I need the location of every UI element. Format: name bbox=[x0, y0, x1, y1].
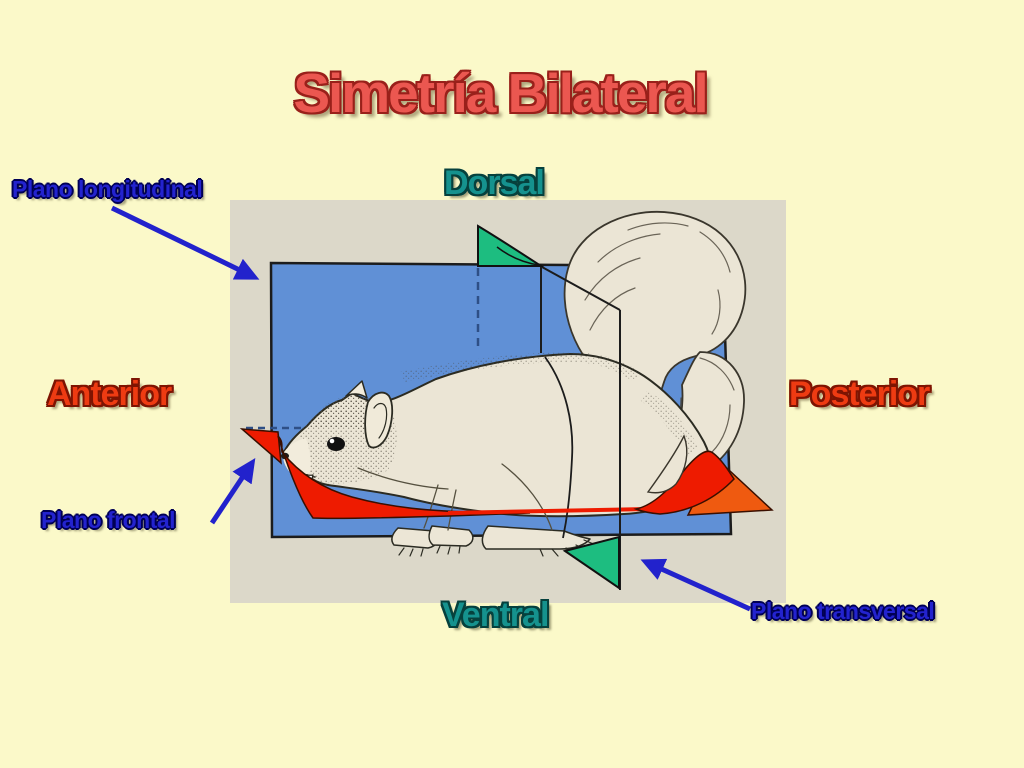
transversal-plane-top-edge bbox=[541, 266, 621, 311]
transversal-plane-bottom-triangle bbox=[562, 535, 620, 590]
squirrel-back-stipple bbox=[400, 352, 640, 382]
squirrel-forehead-stipple bbox=[310, 394, 381, 434]
squirrel-ear-inner bbox=[373, 402, 388, 439]
frontal-plane-band bbox=[277, 435, 531, 520]
label-ventral: Ventral bbox=[442, 596, 549, 634]
arrow-plano-frontal bbox=[209, 458, 256, 525]
label-dorsal: Dorsal bbox=[444, 164, 545, 202]
frontal-plane-left-tip bbox=[239, 428, 282, 465]
transversal-cross-section-line bbox=[544, 356, 574, 539]
squirrel-eye-highlight bbox=[329, 438, 335, 444]
frontal-plane bbox=[239, 428, 774, 520]
squirrel-feet bbox=[391, 525, 591, 550]
label-plano-longitudinal: Plano longitudinal bbox=[12, 176, 203, 202]
tail-tip-over-plane bbox=[646, 434, 688, 494]
arrow-plano-transversal bbox=[640, 558, 752, 612]
arrow-plano-longitudinal bbox=[110, 205, 260, 280]
frontal-plane-trace-line bbox=[447, 507, 649, 515]
label-plano-transversal: Plano transversal bbox=[751, 598, 935, 624]
label-posterior: Posterior bbox=[789, 375, 930, 413]
slide-title: Simetría Bilateral bbox=[293, 62, 708, 124]
squirrel-ear-tuft bbox=[345, 380, 368, 399]
callout-arrows bbox=[110, 205, 752, 612]
squirrel-illustration bbox=[281, 210, 747, 557]
squirrel-eye bbox=[327, 437, 345, 451]
transversal-plane-top-triangle bbox=[477, 224, 545, 267]
transversal-plane-top-detail bbox=[496, 246, 540, 266]
label-anterior: Anterior bbox=[47, 375, 172, 413]
label-plano-frontal: Plano frontal bbox=[41, 507, 176, 533]
